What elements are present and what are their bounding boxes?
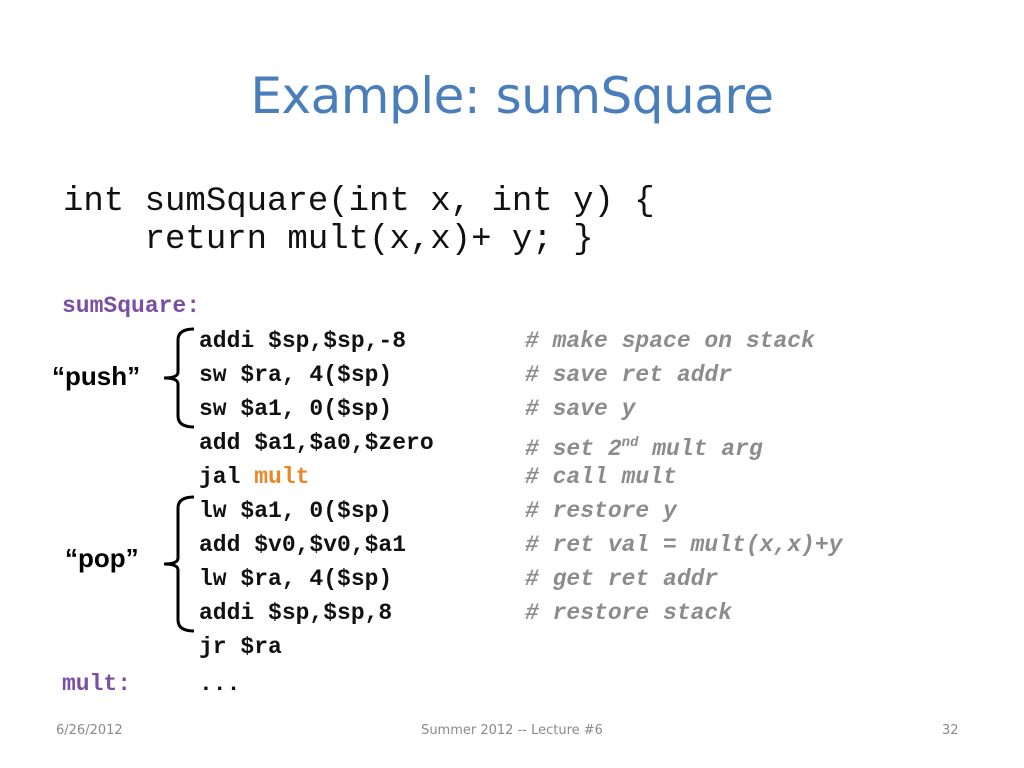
asm-comment-2: # save ret addr: [525, 362, 733, 388]
asm-instr-8: lw $ra, 4($sp): [199, 566, 393, 592]
c-code-line-2: return mult(x,x)+ y; }: [63, 221, 594, 259]
mult-highlight: mult: [254, 464, 310, 490]
footer-lecture: Summer 2012 -- Lecture #6: [421, 723, 603, 738]
c-code-line-1: int sumSquare(int x, int y) {: [63, 183, 655, 221]
asm-instr-6: lw $a1, 0($sp): [199, 498, 393, 524]
asm-instr-1: addi $sp,$sp,-8: [199, 328, 407, 354]
push-label: “push”: [52, 361, 141, 391]
asm-comment-4: # set 2nd mult arg: [525, 428, 763, 464]
asm-comment-4-pre: # set 2: [525, 436, 622, 462]
asm-instr-2: sw $ra, 4($sp): [199, 362, 393, 388]
mult-label: mult:: [62, 671, 132, 697]
pop-brace: [163, 495, 195, 633]
slide-title: Example: sumSquare: [250, 67, 774, 125]
asm-comment-3: # save y: [525, 396, 636, 422]
footer-date: 6/26/2012: [56, 723, 123, 738]
pop-label: “pop”: [65, 543, 139, 573]
asm-comment-6: # restore y: [525, 498, 677, 524]
asm-comment-4-sup: nd: [621, 435, 639, 451]
push-brace: [163, 327, 195, 429]
sumsquare-label: sumSquare:: [62, 293, 201, 319]
asm-instr-9: addi $sp,$sp,8: [199, 600, 393, 626]
asm-comment-1: # make space on stack: [525, 328, 815, 354]
asm-instr-7: add $v0,$v0,$a1: [199, 532, 407, 558]
asm-comment-7: # ret val = mult(x,x)+y: [525, 532, 843, 558]
asm-instr-10: jr $ra: [199, 634, 282, 660]
asm-instr-3: sw $a1, 0($sp): [199, 396, 393, 422]
asm-instr-5-op: jal: [199, 464, 255, 490]
asm-instr-11: ...: [199, 671, 241, 697]
asm-comment-4-post: mult arg: [638, 436, 763, 462]
asm-comment-9: # restore stack: [525, 600, 733, 626]
asm-instr-4: add $a1,$a0,$zero: [199, 430, 434, 456]
footer-page-number: 32: [942, 723, 959, 738]
asm-comment-5: # call mult: [525, 464, 677, 490]
asm-comment-8: # get ret addr: [525, 566, 719, 592]
asm-instr-5: jal mult: [199, 462, 309, 492]
